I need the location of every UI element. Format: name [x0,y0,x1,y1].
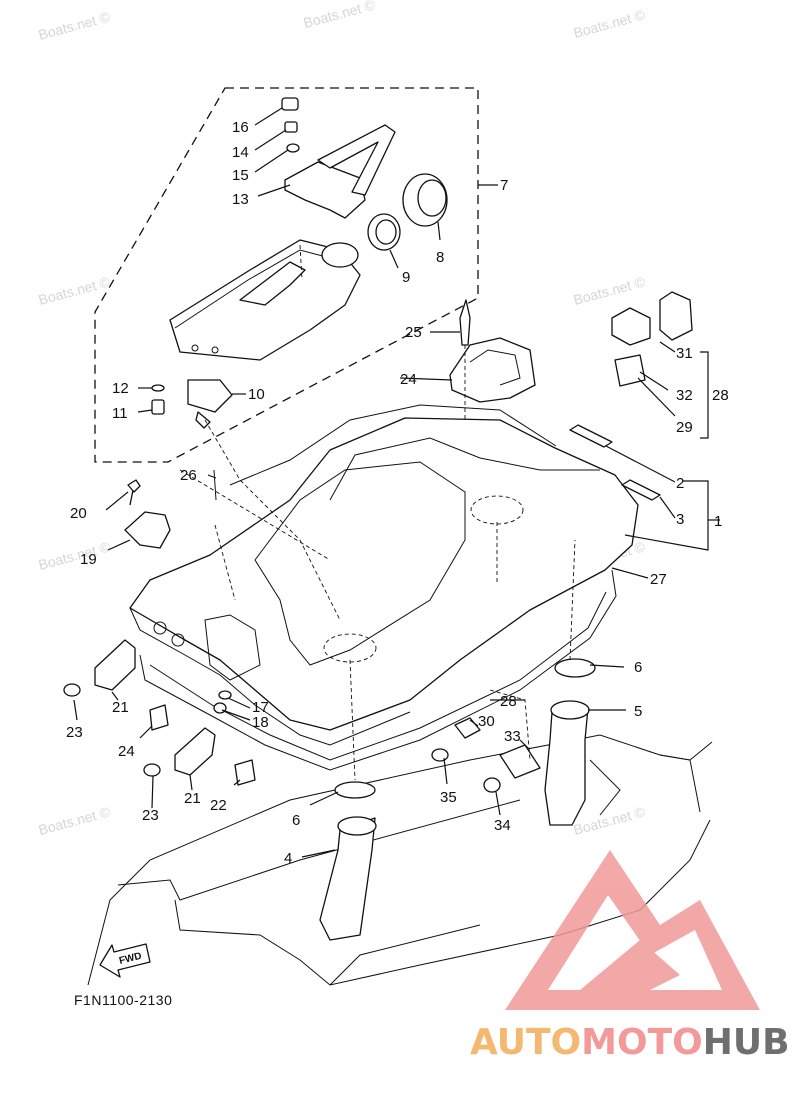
latch-parts [611,291,693,387]
watermark-text: Boats.net © [572,803,648,838]
watermark-text: Boats.net © [37,8,113,43]
callout-7: 7 [500,177,508,194]
callout-20: 20 [70,505,87,522]
watermark-text: Boats.net © [37,538,113,573]
callout-16: 16 [232,119,249,136]
callout-9: 9 [402,269,410,286]
cover-assembly-7 [151,97,448,429]
engine-hatch-cover [129,404,639,746]
callout-31: 31 [676,345,693,362]
callout-32: 32 [676,387,693,404]
callout-1: 1 [714,513,722,530]
callout-35: 35 [440,789,457,806]
callout-28: 28 [712,387,729,404]
callout-labels: 16 14 15 13 7 8 9 25 24 12 10 11 31 32 2… [66,119,729,867]
fwd-label: FWD [118,951,143,967]
callout-3: 3 [676,511,684,528]
strip-2 [569,424,613,448]
automotohub-logo-icon [505,850,760,1010]
callout-17: 17 [252,699,269,716]
callout-23-lower: 23 [142,807,159,824]
callout-27: 27 [650,571,667,588]
hose-4 [319,781,377,941]
handle-grip-24 [449,299,536,403]
callout-29: 29 [676,419,693,436]
callout-24: 24 [400,371,417,388]
bracket-19 [124,511,171,549]
watermark-text: Boats.net © [37,273,113,308]
callout-21: 21 [112,699,129,716]
pin-26 [213,469,217,501]
callout-24-lower: 24 [118,743,135,760]
callout-22: 22 [210,797,227,814]
watermark-text: Boats.net © [572,6,648,41]
callout-18: 18 [252,714,269,731]
watermark-text: Boats.net © [37,803,113,838]
callout-10: 10 [248,386,265,403]
callout-14: 14 [232,144,249,161]
callout-6: 6 [634,659,642,676]
watermark-text: Boats.net © [572,273,648,308]
callout-33: 33 [504,728,521,745]
callout-11: 11 [112,405,128,422]
hinge-parts [63,639,256,786]
callout-8: 8 [436,249,444,266]
callout-13: 13 [232,191,249,208]
callout-4: 4 [284,850,292,867]
callout-12: 12 [112,380,129,397]
fwd-arrow-icon: FWD [99,943,151,978]
callout-19: 19 [80,551,97,568]
screw-20 [127,479,141,506]
leader-lines [73,107,720,858]
watermark-text: Boats.net © [302,0,378,31]
hose-5 [544,658,596,826]
callout-30: 30 [478,713,495,730]
callout-5: 5 [634,703,642,720]
callout-26: 26 [180,467,197,484]
diagram-code: F1N1100-2130 [74,992,172,1008]
callout-25: 25 [405,324,422,341]
callout-34: 34 [494,817,511,834]
callout-28-lower: 28 [500,693,517,710]
callout-15: 15 [232,167,249,184]
callout-2: 2 [676,475,684,492]
callout-23: 23 [66,724,83,741]
assembly-7-boundary [94,87,479,463]
callout-21-lower: 21 [184,790,201,807]
callout-6-lower: 6 [292,812,300,829]
strip-3 [621,479,661,501]
brand-logo-text: AUTOMOTOHUB [470,1022,790,1063]
